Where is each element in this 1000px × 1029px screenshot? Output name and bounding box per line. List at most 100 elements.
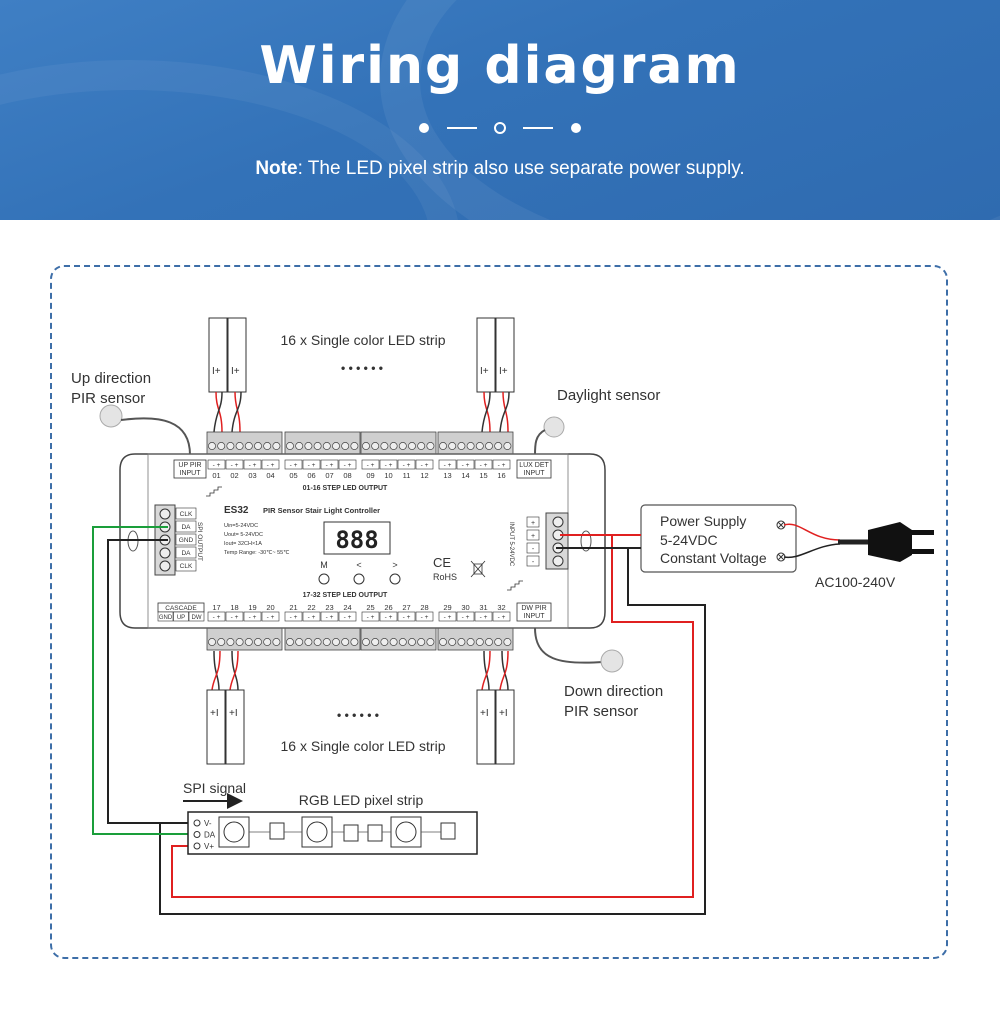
terminal-screw: [426, 638, 435, 646]
channel-polarity-cell: [225, 459, 244, 470]
channel-number: 21: [289, 603, 297, 612]
wires: [92, 526, 706, 915]
channel-polarity: - +: [249, 614, 257, 621]
top-output-label: 01-16 STEP LED OUTPUT: [303, 485, 388, 492]
terminal-screw: [439, 638, 447, 646]
cascade-pin-box: [188, 611, 205, 622]
terminal-screw: [235, 442, 244, 450]
channel-number: 32: [497, 603, 505, 612]
terminal-screw: [439, 442, 447, 450]
terminal-block: [206, 627, 283, 651]
top-right-led-strips: I+ I+: [476, 317, 515, 433]
terminal-block: [284, 431, 361, 455]
cascade-pin-box: [173, 611, 189, 622]
pixel-pin-dot: [193, 842, 201, 850]
terminal-block: [437, 627, 514, 651]
terminal-screw: [371, 442, 380, 450]
terminal-screw: [341, 442, 350, 450]
bottom-ellipsis: • • • • • •: [337, 708, 379, 722]
bottom-left-led-strips: +I +I: [206, 650, 245, 765]
terminal-screw: [217, 638, 226, 646]
pixel-pin-dot: [193, 819, 201, 827]
channel-polarity: - +: [326, 462, 334, 469]
terminal-screw: [254, 442, 262, 450]
channel-polarity: - +: [344, 462, 352, 469]
channel-number: 09: [366, 471, 374, 480]
up-sensor-label-1: Up direction: [71, 370, 151, 387]
channel-polarity: - +: [498, 614, 506, 621]
channel-polarity-cell: [474, 611, 493, 622]
rgb-pixel-strip: V-DAV+: [187, 811, 478, 855]
bottom-output-label: 17-32 STEP LED OUTPUT: [303, 592, 388, 599]
terminal-screw: [380, 638, 389, 646]
channel-number: 01: [212, 471, 220, 480]
up-pir-input-label-1: UP PIR: [178, 462, 201, 469]
channel-polarity-cell: [302, 611, 321, 622]
terminal-screw: [208, 638, 216, 646]
terminal-screw: [244, 442, 253, 450]
top-strip-label: 16 x Single color LED strip: [281, 332, 446, 348]
ce-mark: CE: [433, 555, 451, 570]
channel-number: 17: [212, 603, 220, 612]
input-pin-label: +: [531, 520, 535, 527]
channel-polarity-cell: [261, 459, 280, 470]
power-supply-label-2: 5-24VDC: [660, 532, 718, 548]
page-title: Wiring diagram: [259, 36, 741, 96]
terminal-screw: [350, 442, 359, 450]
channel-polarity-cell: [243, 611, 262, 622]
spi-pin-screw: [159, 508, 171, 520]
channel-number: 11: [403, 471, 411, 480]
channel-polarity: - +: [290, 614, 298, 621]
up-sensor-label-2: PIR sensor: [71, 390, 145, 407]
diagram-frame: [50, 265, 948, 959]
channel-polarity: - +: [231, 614, 239, 621]
svg-text:I+: I+: [231, 366, 240, 377]
terminal-screw: [457, 638, 466, 646]
channel-polarity: - +: [444, 462, 452, 469]
button-right[interactable]: [389, 573, 401, 585]
top-left-led-strips: I+ I+: [208, 317, 247, 433]
terminal-screw: [244, 638, 253, 646]
spi-output-label: SPI OUTPUT: [196, 522, 203, 561]
terminal-screw: [457, 442, 466, 450]
channel-polarity-cell: [207, 611, 226, 622]
pixel-pin-label: V-: [204, 819, 212, 828]
channel-polarity: - +: [267, 462, 275, 469]
terminal-screw: [226, 442, 235, 450]
button-m[interactable]: [318, 573, 330, 585]
button-left[interactable]: [353, 573, 365, 585]
channel-polarity: - +: [444, 614, 452, 621]
input-pin-box: [526, 516, 540, 528]
channel-polarity-cell: [243, 459, 262, 470]
channel-polarity-cell: [361, 459, 380, 470]
pixel-pin-dot: [193, 831, 201, 838]
top-ellipsis: • • • • • •: [341, 361, 383, 375]
channel-polarity: - +: [326, 614, 334, 621]
terminal-screw: [417, 638, 426, 646]
channel-number: 02: [230, 471, 238, 480]
channel-polarity: - +: [213, 614, 221, 621]
channel-polarity-cell: [320, 611, 339, 622]
channel-polarity: - +: [344, 614, 352, 621]
channel-number: 18: [230, 603, 238, 612]
svg-text:I+: I+: [212, 366, 221, 377]
channel-number: 12: [420, 471, 428, 480]
terminal-screw: [313, 442, 322, 450]
spi-pin-label: GND: [179, 537, 194, 544]
channel-polarity-cell: [338, 459, 357, 470]
title-divider-decor: [419, 122, 581, 134]
lux-det-label-1: LUX DET: [519, 462, 549, 469]
button-m-label: M: [320, 560, 328, 570]
terminal-screw: [332, 638, 340, 646]
channel-polarity: - +: [403, 614, 411, 621]
channel-polarity-cell: [284, 611, 303, 622]
spec-iout: Iout= 32CH×1A: [224, 541, 262, 547]
channel-number: 27: [402, 603, 410, 612]
terminal-screw: [408, 638, 416, 646]
terminal-screw: [417, 442, 426, 450]
model-label: ES32: [224, 505, 249, 516]
terminal-screw: [503, 442, 512, 450]
cascade-pin-label: DW: [192, 615, 202, 621]
terminal-screw: [371, 638, 380, 646]
